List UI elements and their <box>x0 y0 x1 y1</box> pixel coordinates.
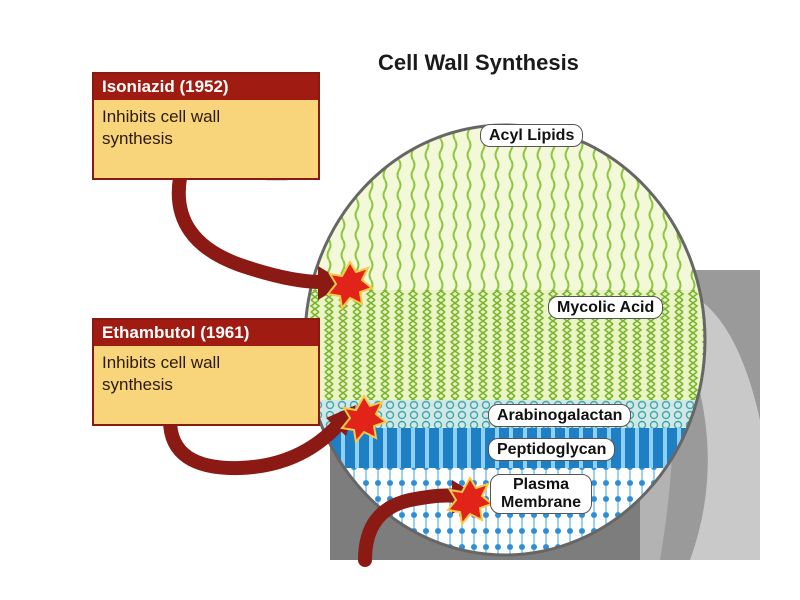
drug-name: Ethambutol (1961) <box>94 320 318 346</box>
ethambutol-arrow <box>163 413 345 476</box>
burst-icon <box>326 260 375 311</box>
drug-name: Isoniazid (1952) <box>94 74 318 100</box>
burst-icon <box>446 476 495 527</box>
label-mycolic-acid: Mycolic Acid <box>548 296 664 319</box>
isoniazid-arrowhead <box>318 266 346 300</box>
drug-card-isoniazid: Isoniazid (1952) Inhibits cell wall synt… <box>92 72 320 180</box>
label-plasma-membrane: Plasma Membrane <box>490 474 593 514</box>
label-arabinogalactan: Arabinogalactan <box>488 404 632 427</box>
label-plasma-line: Plasma <box>512 476 570 493</box>
inhibition-arrows <box>163 171 480 567</box>
burst-icon <box>340 394 389 445</box>
burst-markers <box>326 260 495 527</box>
drug-effect: Inhibits cell wall synthesis <box>102 107 221 148</box>
label-membrane-line: Membrane <box>501 494 582 511</box>
isoniazid-arrow <box>171 171 329 289</box>
drug-effect: Inhibits cell wall synthesis <box>102 353 221 394</box>
label-acyl-lipids: Acyl Lipids <box>480 124 584 147</box>
diagram-title: Cell Wall Synthesis <box>378 50 579 75</box>
label-peptidoglycan: Peptidoglycan <box>488 438 616 461</box>
membrane-arrow <box>358 488 463 567</box>
drug-card-ethambutol: Ethambutol (1961) Inhibits cell wall syn… <box>92 318 320 426</box>
